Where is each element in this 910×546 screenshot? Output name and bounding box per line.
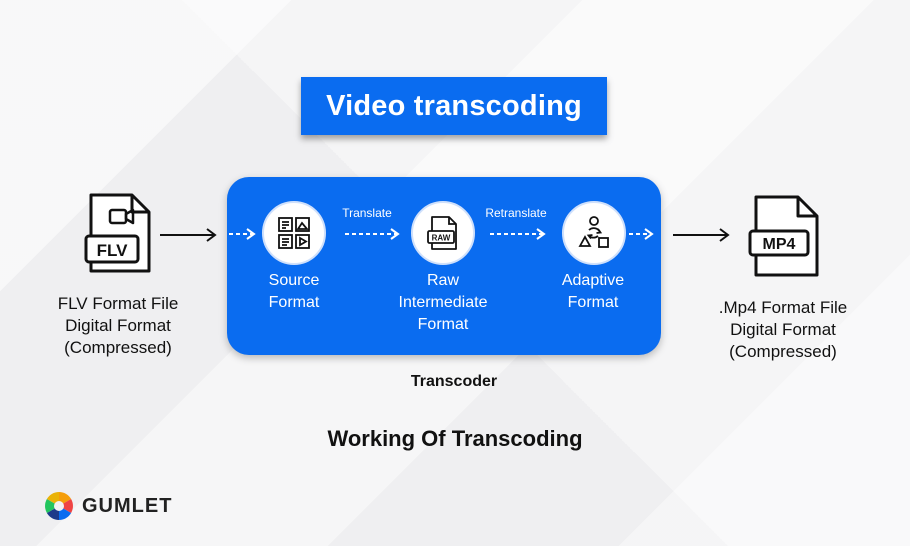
dashed-arrows — [229, 228, 654, 240]
adaptive-format-label: Adaptive Format — [543, 270, 643, 314]
gumlet-logo-icon — [45, 492, 73, 520]
adaptive-format-icon — [562, 201, 626, 265]
step-translate-label: Translate — [342, 206, 392, 220]
output-file-label: .Mp4 Format File Digital Format (Compres… — [700, 297, 866, 363]
brand-name: GUMLET — [82, 495, 173, 517]
raw-format-icon: RAW — [411, 201, 475, 265]
diagram-title: Video transcoding — [326, 89, 582, 122]
flv-file-icon: FLV — [84, 193, 151, 273]
input-arrow — [160, 228, 217, 242]
output-file-line: Digital Format — [730, 320, 836, 339]
input-file-line: FLV Format File — [57, 294, 179, 313]
stage-label-line: Intermediate — [398, 294, 488, 311]
output-file-line: (Compressed) — [729, 342, 837, 361]
title-banner: Video transcoding — [301, 77, 607, 135]
stage-label-line: Format — [417, 316, 469, 333]
stage-label-line: Format — [268, 294, 320, 311]
stage-label-line: Adaptive — [561, 272, 625, 289]
input-file-line: (Compressed) — [64, 338, 172, 357]
stage-label-line: Raw — [426, 272, 459, 289]
stage-label-line: Source — [268, 272, 320, 289]
source-format-icon — [262, 201, 326, 265]
input-file-label: FLV Format File Digital Format (Compress… — [38, 293, 198, 359]
raw-format-label: Raw Intermediate Format — [378, 270, 508, 336]
raw-badge-text: RAW — [432, 234, 451, 243]
step-retranslate-label: Retranslate — [485, 206, 547, 220]
output-arrow — [673, 228, 730, 242]
input-file-line: Digital Format — [65, 316, 171, 335]
source-format-label: Source Format — [244, 270, 344, 314]
stage-label-line: Format — [567, 294, 619, 311]
output-file-line: .Mp4 Format File — [718, 298, 848, 317]
mp4-badge-text: MP4 — [763, 236, 796, 253]
diagram-subtitle: Working Of Transcoding — [327, 426, 583, 451]
transcoder-caption: Transcoder — [410, 373, 498, 390]
flv-badge-text: FLV — [97, 241, 129, 260]
mp4-file-icon: MP4 — [748, 195, 819, 277]
